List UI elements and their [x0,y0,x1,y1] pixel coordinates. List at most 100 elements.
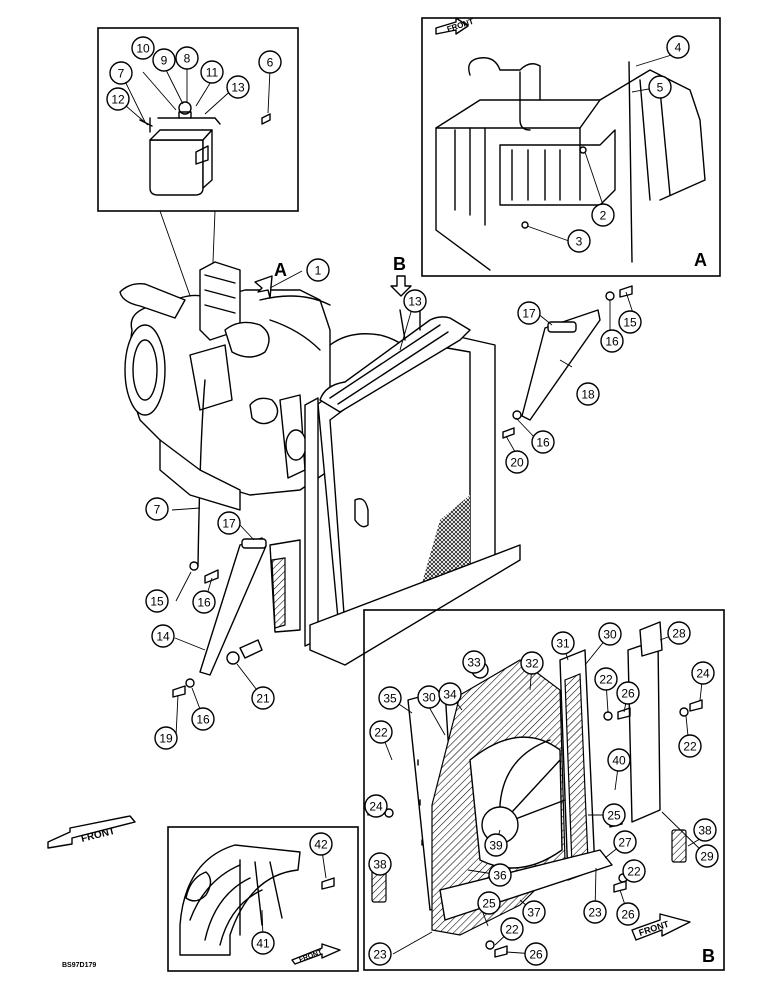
callout-circle [378,686,402,710]
callout-circle [488,863,512,887]
callout-part-22: 22 [622,859,646,883]
callout-circle [217,511,241,535]
callout-circle [551,631,575,655]
callout-circle [602,803,626,827]
callout-number: 32 [525,657,539,671]
callout-number: 34 [443,688,457,702]
callout-part-23: 23 [583,900,607,924]
callout-number: 26 [529,948,543,962]
front-arrow-main: FRONT [47,815,136,849]
callout-part-22: 22 [369,720,393,744]
callout-part-39: 39 [484,833,508,857]
callout-number: 38 [373,858,387,872]
callout-circle [695,844,719,868]
callout-number: 16 [536,436,550,450]
callout-part-17: 17 [217,511,241,535]
callout-number: 13 [408,295,422,309]
callout-part-42: 42 [309,832,333,856]
callout-circle [594,667,618,691]
callout-circle [693,818,717,842]
callout-circle [616,681,640,705]
callout-circle [152,48,176,72]
arrow-a [254,275,273,299]
callout-number: 12 [111,93,125,107]
callout-part-34: 34 [438,682,462,706]
callout-number: 35 [383,692,397,706]
callout-circle [583,900,607,924]
callout-circle [531,430,555,454]
callout-number: 5 [657,81,664,95]
callout-circle [613,830,637,854]
callout-number: 22 [599,673,613,687]
callout-part-33: 33 [462,650,486,674]
callout-circle [522,900,546,924]
callout-circle [226,75,250,99]
callout-part-15: 15 [145,589,169,613]
callout-part-3: 3 [567,229,591,253]
callout-part-38: 38 [368,852,392,876]
callout-number: 22 [627,865,641,879]
callout-part-15: 15 [618,310,642,334]
callout-circle [667,621,691,645]
callout-number: 8 [184,52,191,66]
callout-part-7: 7 [145,497,169,521]
callout-part-27: 27 [613,830,637,854]
callout-number: 42 [314,838,328,852]
callout-part-12: 12 [106,87,130,111]
callout-circle [591,203,615,227]
callout-part-8: 8 [175,46,199,70]
callout-number: 27 [618,836,632,850]
callout-part-16: 16 [191,707,215,731]
callout-part-30: 30 [598,622,622,646]
callout-circle [364,794,388,818]
callout-part-18: 18 [576,382,600,406]
callout-number: 39 [489,839,503,853]
callout-part-21: 21 [251,686,275,710]
callout-number: 15 [623,316,637,330]
callout-part-37: 37 [522,900,546,924]
callout-circle [524,942,548,966]
callout-part-4: 4 [666,35,690,59]
callout-circle [145,497,169,521]
callout-part-17: 17 [517,301,541,325]
callout-part-24: 24 [691,661,715,685]
callout-part-25: 25 [602,803,626,827]
callout-part-10: 10 [131,36,155,60]
arrow-a-label: A [274,260,287,280]
callout-number: 28 [672,627,686,641]
callout-circle [251,931,275,955]
callout-number: 33 [467,656,481,670]
callout-circle [600,329,624,353]
callout-circle [151,624,175,648]
callout-part-16: 16 [192,590,216,614]
callout-part-20: 20 [505,450,529,474]
callout-number: 3 [576,235,583,249]
callout-part-35: 35 [378,686,402,710]
callout-number: 6 [267,56,274,70]
drawing-code: BS97D179 [62,962,96,969]
callout-number: 16 [197,596,211,610]
callout-part-22: 22 [678,734,702,758]
callout-part-5: 5 [648,75,672,99]
callout-circle [678,734,702,758]
callout-part-32: 32 [520,651,544,675]
callout-part-31: 31 [551,631,575,655]
callout-circle [192,590,216,614]
callout-circle [576,382,600,406]
arrow-b-label: B [393,254,406,274]
callout-circle [251,686,275,710]
callout-part-13: 13 [226,75,250,99]
callout-number: 23 [373,948,387,962]
callout-circle [517,301,541,325]
callout-circle [622,859,646,883]
callout-circle [106,87,130,111]
callout-circle [567,229,591,253]
callout-part-28: 28 [667,621,691,645]
callout-part-2: 2 [591,203,615,227]
callout-circle [403,289,427,313]
callout-circle [598,622,622,646]
callout-number: 30 [603,628,617,642]
callout-circle [306,258,330,282]
view-b-label: B [702,946,715,966]
callout-number: 22 [505,923,519,937]
